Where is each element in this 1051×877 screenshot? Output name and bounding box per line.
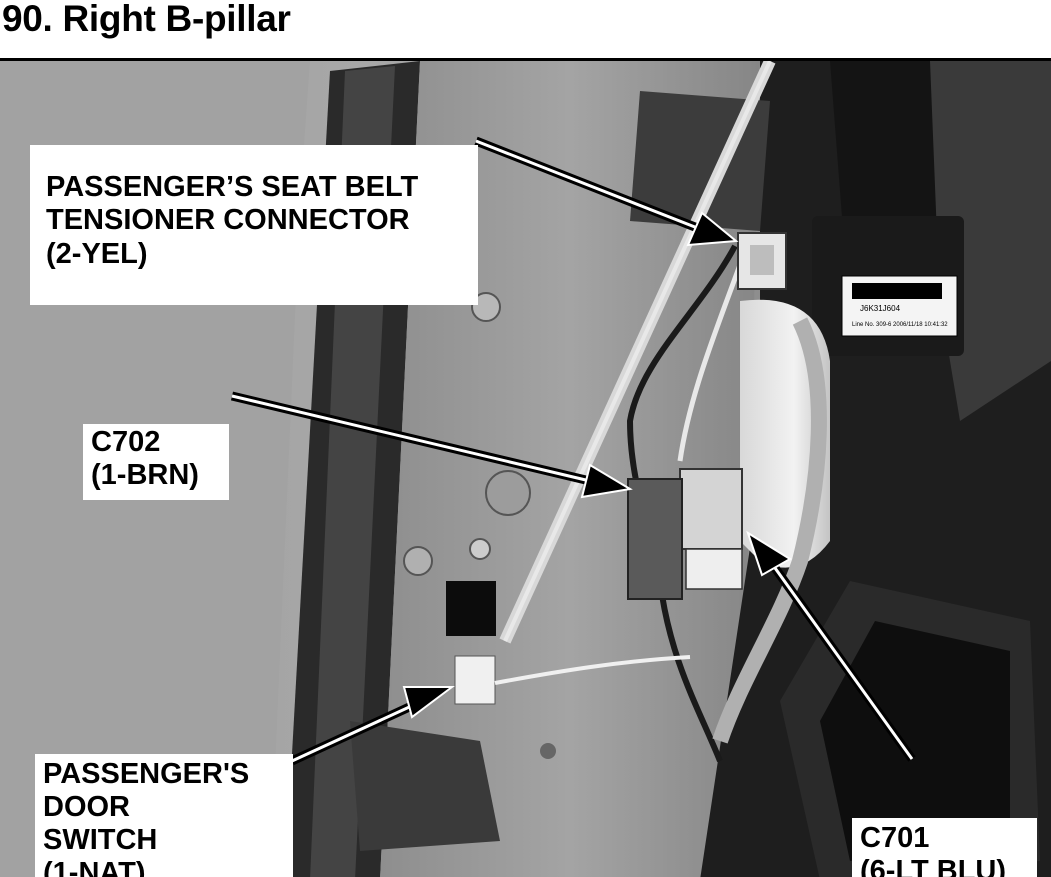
- callout-line: (2-YEL): [46, 237, 148, 270]
- bolt-2: [485, 470, 531, 516]
- callout-c701: C701 (6-LT BLU): [852, 818, 1037, 877]
- page-title: 90. Right B-pillar: [2, 0, 291, 39]
- callout-line: (1-BRN): [91, 459, 199, 492]
- svg-text:J6K31J604: J6K31J604: [860, 304, 901, 313]
- callout-c702: C702 (1-BRN): [83, 424, 229, 500]
- callout-line: PASSENGER'S: [43, 758, 250, 790]
- foam-pad-bottom: [350, 721, 500, 851]
- callout-line: DOOR: [43, 791, 130, 824]
- spiral-harness: [712, 317, 827, 744]
- c701-connector: [679, 468, 743, 550]
- b-pillar-photo: J6K31J604 Line No. 309-6 2006/11/18 10:4…: [0, 58, 1051, 877]
- callout-line: SWITCH: [43, 824, 158, 857]
- bolt-4: [469, 538, 491, 560]
- harness-white: [677, 250, 748, 462]
- vent-duct: [780, 581, 1040, 877]
- svg-text:Line No. 309-6 2006/11/18 10:4: Line No. 309-6 2006/11/18 10:41:32: [852, 322, 948, 328]
- door-switch-wire: [494, 655, 691, 685]
- callout-line: TENSIONER CONNECTOR: [46, 204, 410, 237]
- callout-door-switch: PASSENGER'S DOOR SWITCH (1-NAT): [35, 754, 293, 877]
- bolt-1: [471, 292, 501, 322]
- callout-line: PASSENGER’S SEAT BELT: [46, 171, 419, 203]
- callout-seat-belt-tensioner-connector: PASSENGER’S SEAT BELT TENSIONER CONNECTO…: [30, 145, 478, 305]
- bolt-3: [403, 546, 433, 576]
- c702-connector: [627, 478, 683, 600]
- door-switch-body: [446, 581, 496, 636]
- callout-line: (1-NAT): [43, 857, 146, 877]
- leader-arrows: [230, 136, 916, 766]
- hole-1: [540, 743, 556, 759]
- callout-line: C702: [91, 426, 161, 458]
- door-switch-connector: [454, 655, 496, 705]
- callout-line: (6-LT BLU): [860, 855, 1007, 877]
- retractor-label-sticker: J6K31J604 Line No. 309-6 2006/11/18 10:4…: [841, 275, 958, 337]
- callout-line: C701: [860, 822, 930, 854]
